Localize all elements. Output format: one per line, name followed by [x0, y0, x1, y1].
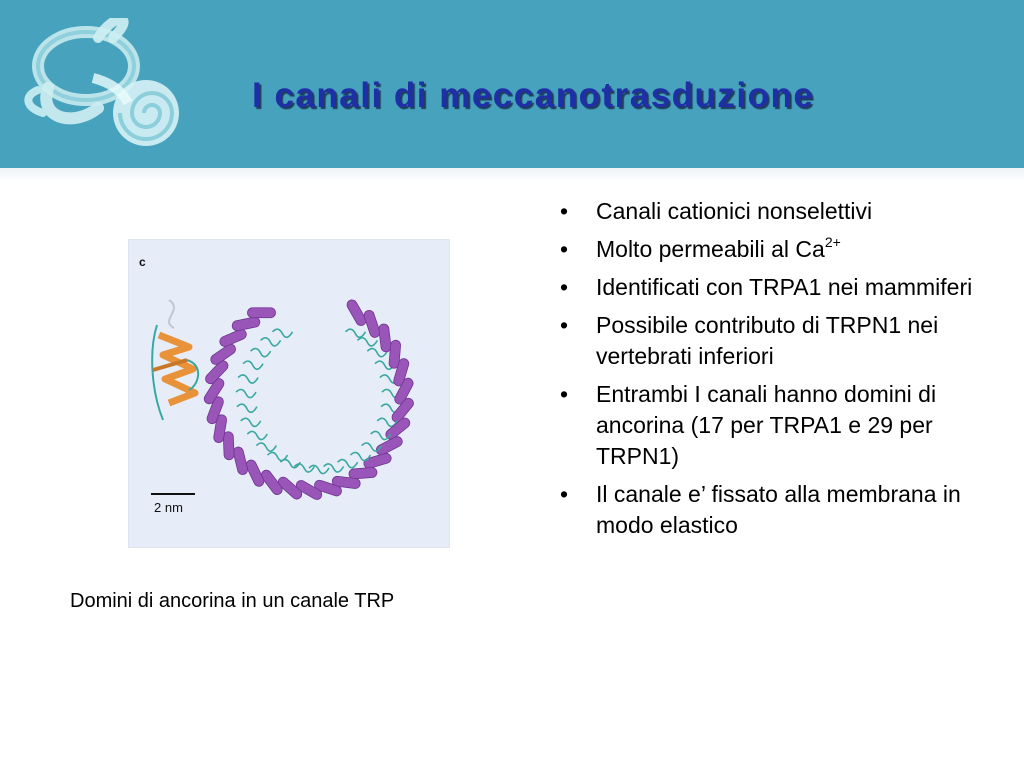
- beta-sheet-domain: [151, 299, 200, 421]
- bullet-marker: •: [560, 381, 569, 407]
- bullet-marker: •: [560, 312, 569, 338]
- loop-segment: [356, 337, 379, 347]
- scale-bar-label: 2 nm: [154, 500, 183, 515]
- helix-cylinder: [260, 469, 283, 495]
- helix-cylinder: [277, 476, 303, 500]
- loop-segment: [237, 374, 259, 384]
- loop-segment: [366, 347, 389, 358]
- helix-cylinder: [247, 307, 276, 319]
- loop-segment: [323, 463, 345, 473]
- helix-cylinder: [232, 446, 249, 475]
- helix-cylinder: [348, 467, 378, 480]
- helix-cylinder: [331, 475, 361, 489]
- header-divider: [0, 168, 1024, 182]
- helix-cylinder: [363, 452, 392, 469]
- loop-segment: [236, 403, 258, 414]
- bullet-list: • Canali cationici nonselettivi • Molto pe…: [560, 196, 1005, 548]
- helix-cylinder: [206, 396, 224, 425]
- helix-cylinder: [394, 377, 414, 405]
- loop-segment: [271, 328, 294, 339]
- loop-segment: [250, 347, 272, 358]
- bullet-marker: •: [560, 198, 569, 224]
- helix-cylinder: [205, 360, 229, 385]
- bullet-item: • Il canale e’ fissato alla membrana in m…: [560, 479, 1005, 541]
- helix-cylinder: [219, 329, 247, 347]
- loop-segment: [293, 463, 316, 473]
- loop-segment: [246, 430, 268, 441]
- bullet-text: Molto permeabili al Ca: [596, 236, 825, 262]
- loop-segment: [370, 430, 392, 441]
- bullet-item: • Canali cationici nonselettivi: [560, 196, 1005, 227]
- helix-cylinder: [213, 414, 228, 443]
- helix-cylinder: [378, 323, 392, 353]
- figure-caption: Domini di ancorina in un canale TRP: [70, 590, 395, 612]
- bullet-text: Canali cationici nonselettivi: [596, 198, 873, 224]
- loop-segment: [242, 360, 264, 371]
- bullet-item: • Entrambi I canali hanno domini di ancor…: [560, 379, 1005, 472]
- helix-cylinder: [231, 316, 261, 332]
- helix-cylinder: [363, 309, 381, 338]
- helix-cylinder: [346, 299, 367, 326]
- bullet-item: • Identificati con TRPA1 nei mammiferi: [560, 272, 1005, 303]
- helix-cylinder: [295, 480, 323, 500]
- slide-title: I canali di meccanotrasduzione: [252, 76, 815, 115]
- bullet-marker: •: [560, 274, 569, 300]
- loop-segment: [361, 442, 383, 452]
- bullet-text: Entrambi I canali hanno domini di ancori…: [596, 381, 937, 469]
- helix-cylinder: [314, 479, 342, 497]
- bullet-text: Identificati con TRPA1 nei mammiferi: [596, 274, 973, 300]
- helix-cylinder: [385, 417, 411, 440]
- loop-segment: [337, 458, 359, 469]
- bullet-text: Il canale e’ fissato alla membrana in mo…: [596, 481, 961, 538]
- loop-segment: [260, 337, 282, 347]
- bullet-marker: •: [560, 481, 569, 507]
- ankyrin-structure-figure: c 2 nm: [128, 239, 450, 548]
- loop-segment: [266, 451, 289, 462]
- bullet-item: • Molto permeabili al Ca2+: [560, 234, 1005, 265]
- inner-ear-cochlea-icon: [24, 18, 179, 146]
- ankyrin-spiral-illustration: [151, 299, 414, 500]
- loop-segment: [349, 451, 372, 462]
- bullet-item: • Possibile contributo di TRPN1 nei verte…: [560, 310, 1005, 372]
- helix-cylinder: [203, 378, 225, 405]
- bullet-marker: •: [560, 236, 569, 262]
- bullet-text: Possibile contributo di TRPN1 nei verteb…: [596, 312, 939, 369]
- helix-cylinder: [391, 397, 414, 423]
- loop-segment: [308, 464, 330, 475]
- loop-segment: [255, 442, 278, 452]
- loop-segment: [235, 388, 257, 399]
- loop-segment: [344, 328, 367, 339]
- helix-cylinder: [210, 343, 236, 365]
- helix-cylinder: [222, 431, 235, 461]
- helix-cylinder: [375, 436, 403, 456]
- helix-cylinder: [393, 358, 410, 387]
- slide-header: [0, 0, 1024, 168]
- superscript-charge: 2+: [824, 234, 841, 250]
- helix-cylinder: [388, 339, 401, 369]
- figure-panel-letter: c: [139, 255, 146, 269]
- loop-segment: [240, 417, 262, 428]
- helix-cylinder: [245, 459, 265, 487]
